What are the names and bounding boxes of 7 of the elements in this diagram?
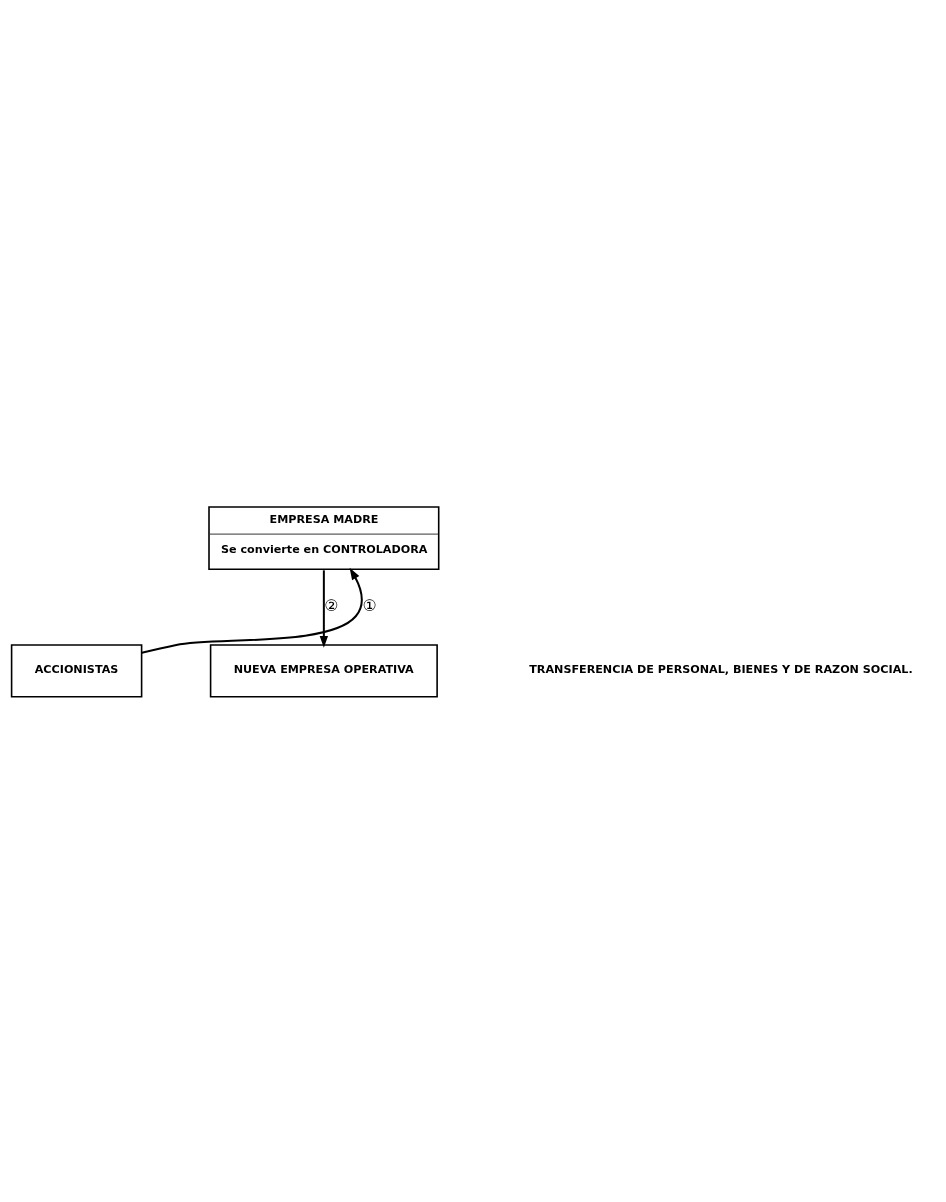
node-box: NUEVA EMPRESA OPERATIVA: [209, 643, 438, 698]
arrow: [140, 567, 363, 654]
node-box: ACCIONISTAS: [10, 643, 143, 698]
edge-label: ①: [362, 595, 377, 615]
edge-label: ②: [324, 595, 339, 615]
arrow: [319, 568, 329, 648]
label: TRANSFERENCIA DE PERSONAL, BIENES Y DE RAZON SOCIAL.: [529, 662, 913, 676]
